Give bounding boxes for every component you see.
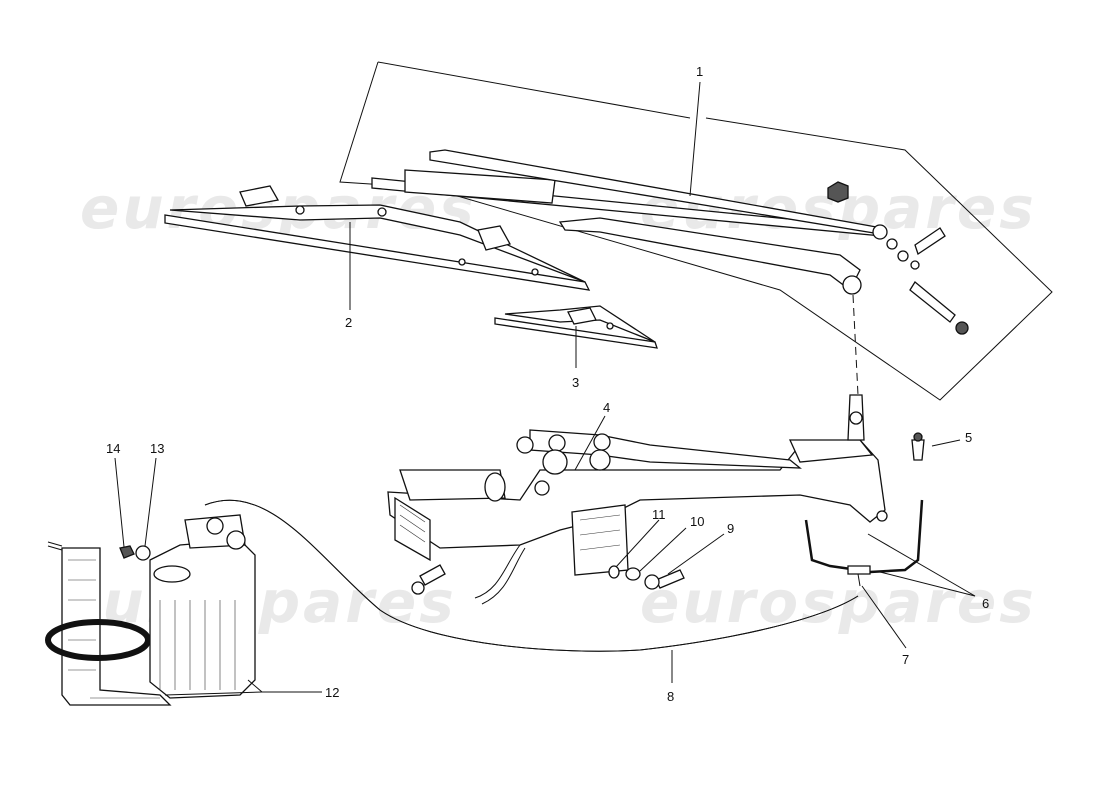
- part-7-t-connector: [847, 565, 871, 587]
- part-10-washer: [625, 567, 641, 581]
- motor-wires-2: [481, 547, 526, 605]
- motor-bolt: [411, 564, 446, 595]
- callout-2: 2: [345, 315, 352, 330]
- callout-11: 11: [652, 507, 666, 522]
- screw-icon: [47, 541, 63, 551]
- watermark-bottom-right: eurospares: [640, 568, 1037, 636]
- wiper-arm-assembly: [371, 149, 969, 335]
- callout-14: 14: [106, 441, 120, 456]
- callout-12: 12: [325, 685, 339, 700]
- part-12-reservoir-bracket: [45, 514, 256, 706]
- callout-9: 9: [727, 521, 734, 536]
- wiper-motor-linkage: [387, 394, 888, 576]
- callout-13: 13: [150, 441, 164, 456]
- callout-10: 10: [690, 514, 704, 529]
- motor-wires: [474, 544, 521, 599]
- alignment-dash: [852, 294, 859, 396]
- part-5-fitting: [911, 432, 961, 461]
- callout-4: 4: [603, 400, 610, 415]
- callout-5: 5: [965, 430, 972, 445]
- callout-8: 8: [667, 689, 674, 704]
- part-14-nut: [119, 545, 135, 559]
- part-8-washer-hose-inner: [204, 499, 859, 652]
- group-1-outline-right: [339, 61, 1053, 401]
- part-6-hose-right: [869, 499, 924, 574]
- callout-6: 6: [982, 596, 989, 611]
- part-9-bolt: [644, 569, 685, 590]
- callout-3: 3: [572, 375, 579, 390]
- wiper-blade-large: [164, 185, 591, 291]
- group-1-outline: [377, 61, 691, 119]
- part-13-grommet: [135, 545, 151, 561]
- leader-lines: [114, 81, 976, 696]
- part-11-washer: [608, 565, 620, 579]
- callout-1: 1: [696, 64, 703, 79]
- part-6-hose: [804, 519, 859, 572]
- callout-7: 7: [902, 652, 909, 667]
